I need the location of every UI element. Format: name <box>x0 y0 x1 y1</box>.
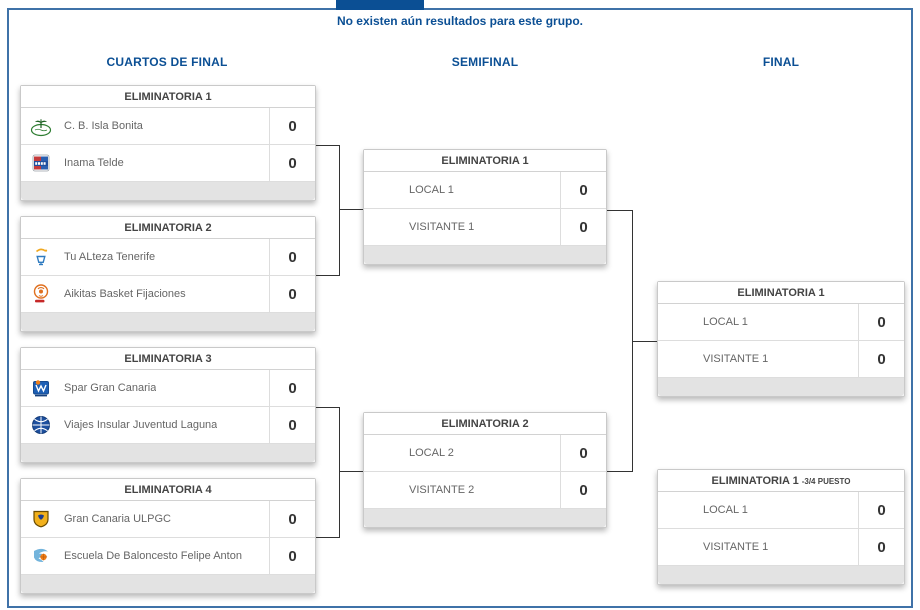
team-row: LOCAL 1 0 <box>364 172 606 209</box>
card-title: ELIMINATORIA 2 <box>21 217 315 239</box>
card-title-text: ELIMINATORIA 1 <box>711 475 799 487</box>
team-name: Escuela De Baloncesto Felipe Anton <box>64 550 242 562</box>
team-row: VISITANTE 2 0 <box>364 472 606 509</box>
team-score: 0 <box>858 341 904 378</box>
inama-telde-logo-icon <box>29 151 53 175</box>
team-name: Viajes Insular Juventud Laguna <box>64 419 218 431</box>
team-placeholder: VISITANTE 1 <box>703 541 769 553</box>
team-row: Spar Gran Canaria 0 <box>21 370 315 407</box>
team-placeholder: LOCAL 1 <box>703 504 748 516</box>
team-row: VISITANTE 1 0 <box>658 529 904 566</box>
team-placeholder: VISITANTE 2 <box>409 484 475 496</box>
no-results-message: No existen aún resultados para este grup… <box>336 14 584 28</box>
card-footer <box>658 566 904 584</box>
card-title: ELIMINATORIA 3 <box>21 348 315 370</box>
team-score: 0 <box>560 435 606 472</box>
team-name: Inama Telde <box>64 157 124 169</box>
viajes-insular-logo-icon <box>29 413 53 437</box>
column-header-final: FINAL <box>762 55 800 69</box>
team-placeholder: LOCAL 1 <box>409 184 454 196</box>
connector-qf1-qf2-to-sf1 <box>316 145 340 276</box>
card-title-suffix: -3/4 PUESTO <box>801 477 851 486</box>
team-score: 0 <box>858 492 904 529</box>
team-score: 0 <box>269 370 315 407</box>
card-title: ELIMINATORIA 1-3/4 PUESTO <box>658 470 904 492</box>
quarterfinal-card-2: ELIMINATORIA 2 Tu ALteza Tenerife 0 <box>20 216 316 332</box>
team-row: LOCAL 1 0 <box>658 304 904 341</box>
team-row: Gran Canaria ULPGC 0 <box>21 501 315 538</box>
column-header-cuartos: CUARTOS DE FINAL <box>106 55 228 69</box>
team-score: 0 <box>560 209 606 246</box>
semifinal-card-2: ELIMINATORIA 2 LOCAL 2 0 VISITANTE 2 0 <box>363 412 607 528</box>
team-name: Tu ALteza Tenerife <box>64 251 156 263</box>
team-row: VISITANTE 1 0 <box>364 209 606 246</box>
team-row: Tu ALteza Tenerife 0 <box>21 239 315 276</box>
gran-canaria-ulpgc-logo-icon <box>29 507 53 531</box>
team-score: 0 <box>269 538 315 575</box>
connector-stub-sf1 <box>340 209 363 210</box>
team-name: Aikitas Basket Fijaciones <box>64 288 186 300</box>
team-score: 0 <box>269 276 315 313</box>
team-row: Escuela De Baloncesto Felipe Anton 0 <box>21 538 315 575</box>
quarterfinal-card-4: ELIMINATORIA 4 Gran Canaria ULPGC 0 Escu… <box>20 478 316 594</box>
connector-stub-sf2 <box>340 471 363 472</box>
card-title: ELIMINATORIA 1 <box>658 282 904 304</box>
team-score: 0 <box>560 472 606 509</box>
quarterfinal-card-3: ELIMINATORIA 3 Spar Gran Canaria 0 <box>20 347 316 463</box>
card-title-text: ELIMINATORIA 1 <box>737 287 825 299</box>
active-tab[interactable] <box>336 0 424 10</box>
card-footer <box>364 246 606 264</box>
results-panel-border <box>7 8 913 608</box>
card-footer <box>21 444 315 462</box>
connector-stub-final <box>633 341 657 342</box>
felipe-anton-logo-icon <box>29 544 53 568</box>
team-score: 0 <box>858 529 904 566</box>
quarterfinal-card-1: ELIMINATORIA 1 C. B. Isla Bonita 0 <box>20 85 316 201</box>
team-placeholder: VISITANTE 1 <box>409 221 475 233</box>
team-name: Spar Gran Canaria <box>64 382 157 394</box>
team-row: Viajes Insular Juventud Laguna 0 <box>21 407 315 444</box>
team-score: 0 <box>269 501 315 538</box>
team-score: 0 <box>269 407 315 444</box>
team-score: 0 <box>269 108 315 145</box>
connector-qf3-qf4-to-sf2 <box>316 407 340 538</box>
third-place-card: ELIMINATORIA 1-3/4 PUESTO LOCAL 1 0 VISI… <box>657 469 905 585</box>
isla-bonita-logo-icon <box>29 114 53 138</box>
team-score: 0 <box>560 172 606 209</box>
team-placeholder: VISITANTE 1 <box>703 353 769 365</box>
card-footer <box>21 575 315 593</box>
tu-alteza-logo-icon <box>29 245 53 269</box>
card-footer <box>658 378 904 396</box>
column-header-semifinal: SEMIFINAL <box>451 55 519 69</box>
team-placeholder: LOCAL 2 <box>409 447 454 459</box>
card-title: ELIMINATORIA 2 <box>364 413 606 435</box>
card-footer <box>21 182 315 200</box>
card-title: ELIMINATORIA 1 <box>364 150 606 172</box>
card-footer <box>21 313 315 331</box>
connector-sf1-sf2-to-final <box>607 210 633 472</box>
team-row: LOCAL 2 0 <box>364 435 606 472</box>
team-row: VISITANTE 1 0 <box>658 341 904 378</box>
card-title: ELIMINATORIA 1 <box>21 86 315 108</box>
semifinal-card-1: ELIMINATORIA 1 LOCAL 1 0 VISITANTE 1 0 <box>363 149 607 265</box>
team-row: LOCAL 1 0 <box>658 492 904 529</box>
team-name: C. B. Isla Bonita <box>64 120 143 132</box>
team-row: Aikitas Basket Fijaciones 0 <box>21 276 315 313</box>
team-row: Inama Telde 0 <box>21 145 315 182</box>
aikitas-logo-icon <box>29 282 53 306</box>
team-placeholder: LOCAL 1 <box>703 316 748 328</box>
card-title: ELIMINATORIA 4 <box>21 479 315 501</box>
card-footer <box>364 509 606 527</box>
final-card: ELIMINATORIA 1 LOCAL 1 0 VISITANTE 1 0 <box>657 281 905 397</box>
team-row: C. B. Isla Bonita 0 <box>21 108 315 145</box>
team-score: 0 <box>858 304 904 341</box>
team-name: Gran Canaria ULPGC <box>64 513 171 525</box>
team-score: 0 <box>269 239 315 276</box>
team-score: 0 <box>269 145 315 182</box>
spar-gran-canaria-logo-icon <box>29 376 53 400</box>
